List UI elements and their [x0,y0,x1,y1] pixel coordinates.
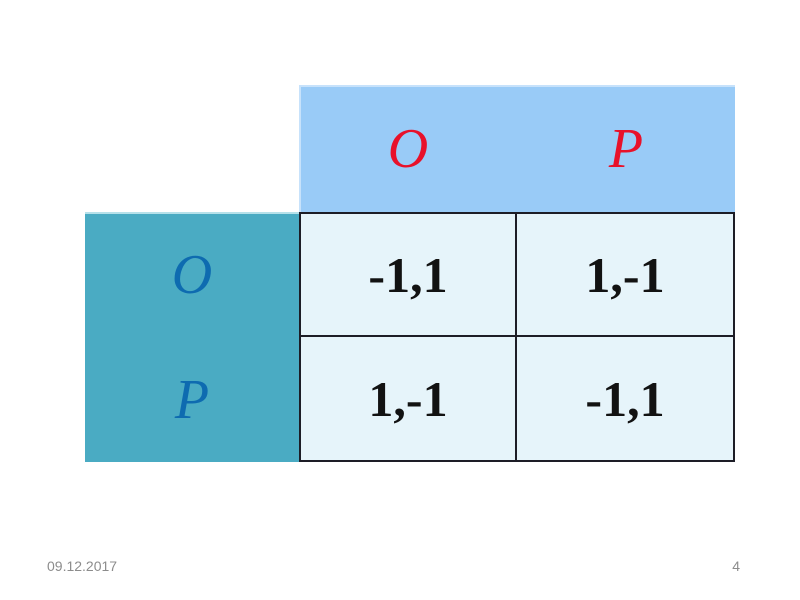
payoff-cell-oo: -1,1 [301,214,517,337]
row-header-band: O P [85,212,299,462]
slide-page-number: 4 [732,558,740,574]
slide-date: 09.12.2017 [47,558,118,574]
payoff-cell-pp: -1,1 [517,337,733,460]
row-label-p: P [174,368,210,431]
column-label-o: O [387,117,429,180]
payoff-cell-op: 1,-1 [517,214,733,337]
column-header-band: O P [299,85,735,212]
payoff-cell-po: 1,-1 [301,337,517,460]
row-label-o: O [171,243,213,306]
column-label-p: P [608,117,644,180]
payoff-grid: -1,1 1,-1 1,-1 -1,1 [299,212,735,462]
